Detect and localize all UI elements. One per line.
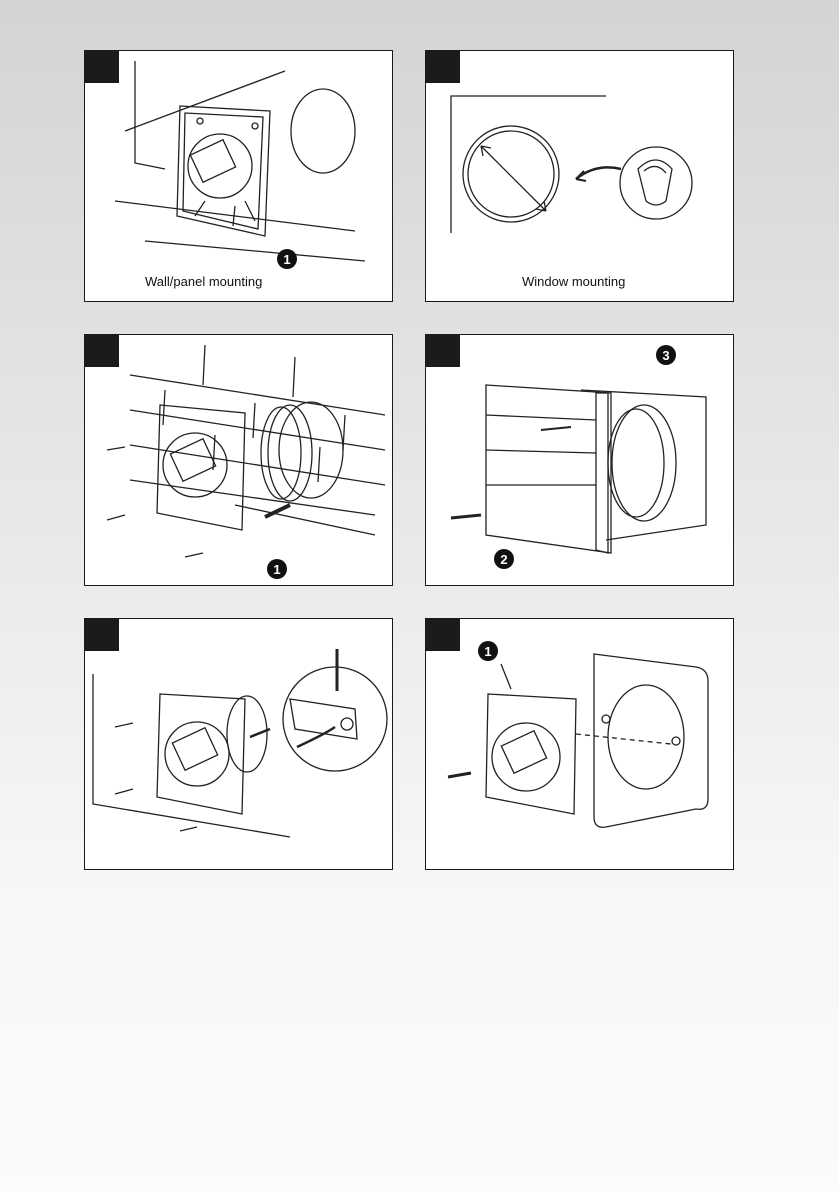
caption-window-mounting: Window mounting [522, 274, 625, 289]
callout-2: 2 [494, 549, 514, 569]
callout-1: 1 [267, 559, 287, 579]
panel-shutter-assembly: 3 2 [425, 334, 734, 586]
panel-cover-assembly: 1 [425, 618, 734, 870]
fixing-detail-illustration [85, 619, 393, 870]
brick-wall-illustration [85, 335, 393, 586]
shutter-assembly-illustration [426, 335, 734, 586]
panel-brick-wall: 1 [84, 334, 393, 586]
caption-wall-mounting: Wall/panel mounting [145, 274, 262, 289]
panel-wall-mounting: 1 Wall/panel mounting [84, 50, 393, 302]
cover-assembly-illustration [426, 619, 734, 870]
callout-1: 1 [277, 249, 297, 269]
wall-mounting-illustration [85, 51, 393, 302]
window-mounting-illustration [426, 51, 734, 302]
panel-fixing-detail [84, 618, 393, 870]
callout-1: 1 [478, 641, 498, 661]
callout-3: 3 [656, 345, 676, 365]
panel-window-mounting: Window mounting [425, 50, 734, 302]
